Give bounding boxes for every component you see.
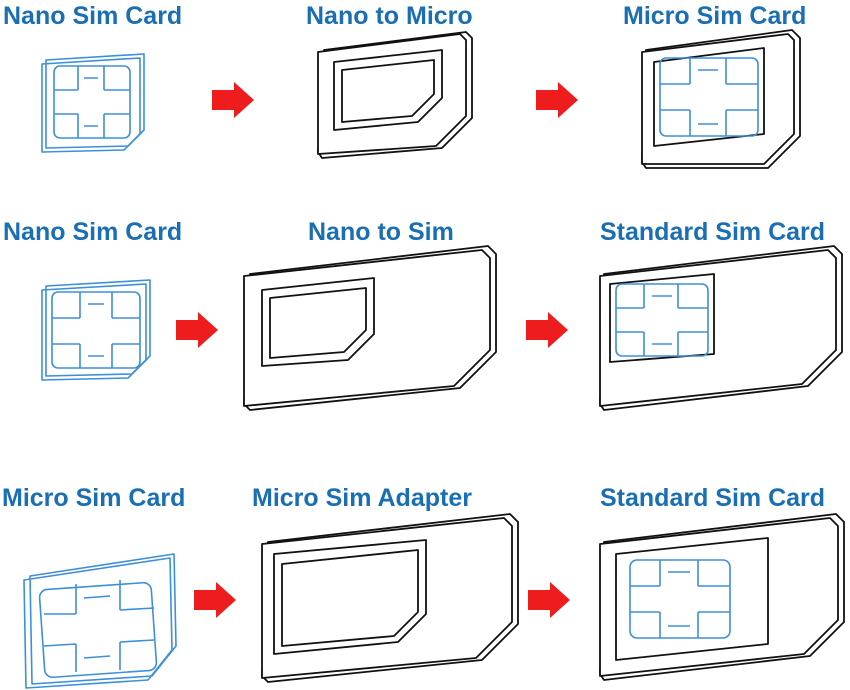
micro-sim-card-result-illustration: [641, 29, 801, 169]
row2-adapter-label: Nano to Sim: [308, 218, 454, 246]
arrow-icon: [212, 82, 254, 118]
standard-sim-card-result-illustration: [599, 245, 843, 411]
row3-source-label: Micro Sim Card: [2, 484, 186, 512]
arrow-icon: [526, 312, 568, 348]
row1-result-label: Micro Sim Card: [623, 2, 807, 30]
micro-sim-card-illustration: [23, 553, 177, 689]
row3-result-label: Standard Sim Card: [600, 484, 826, 512]
row3-adapter-label: Micro Sim Adapter: [252, 484, 472, 512]
micro-sim-adapter-illustration: [261, 513, 519, 683]
arrow-icon: [528, 582, 570, 618]
nano-sim-card-illustration: [41, 279, 151, 381]
nano-to-micro-adapter-illustration: [317, 31, 473, 159]
row2-result-label: Standard Sim Card: [600, 218, 826, 246]
row1-source-label: Nano Sim Card: [3, 2, 183, 30]
row2-source-label: Nano Sim Card: [3, 218, 183, 246]
standard-sim-card-result-illustration: [599, 513, 845, 681]
arrow-icon: [176, 312, 218, 348]
nano-to-sim-adapter-illustration: [243, 245, 497, 411]
arrow-icon: [194, 582, 236, 618]
row1-adapter-label: Nano to Micro: [306, 2, 473, 30]
arrow-icon: [536, 82, 578, 118]
nano-sim-card-illustration: [41, 53, 145, 153]
